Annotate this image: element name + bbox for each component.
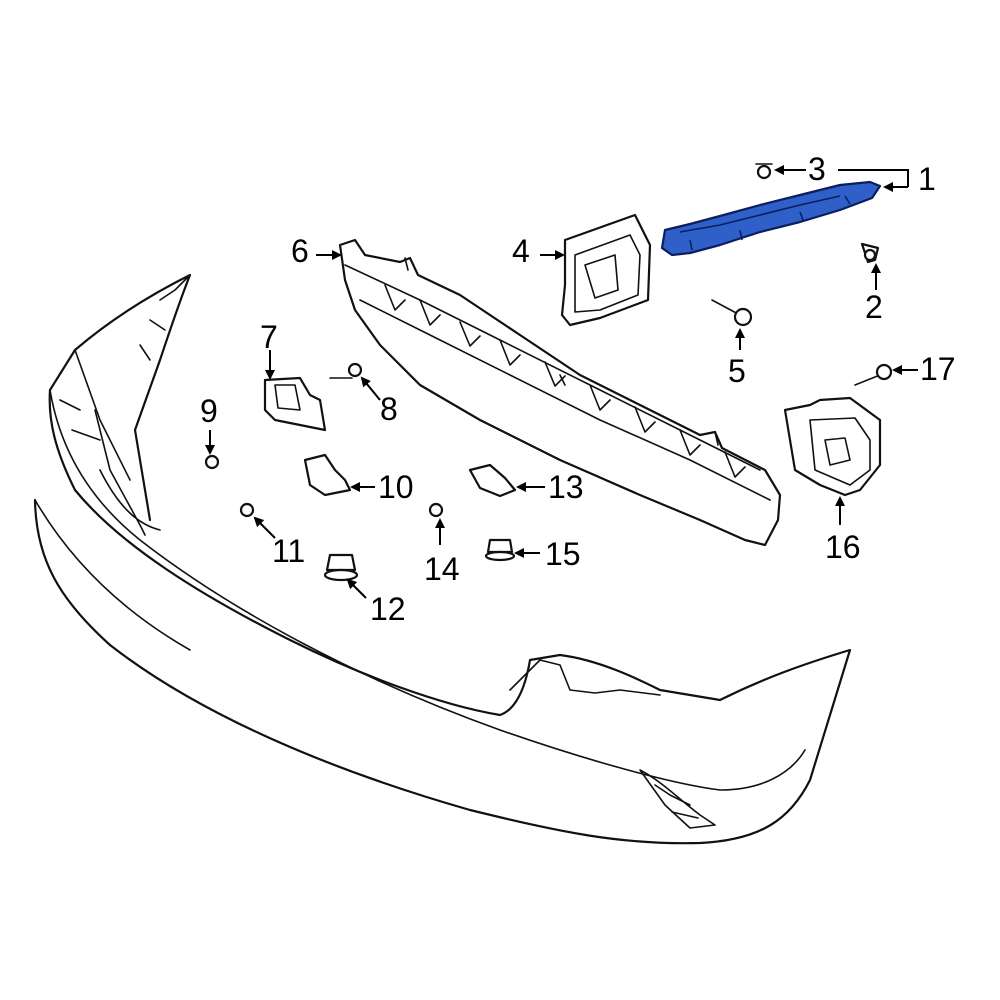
- leader-lines: [205, 165, 918, 599]
- bracket-part-13: [468, 463, 517, 498]
- callout-16: 16: [825, 529, 861, 565]
- callout-3: 3: [808, 151, 826, 187]
- callout-1: 1: [918, 161, 936, 197]
- bumper-cover: [33, 273, 852, 845]
- callout-4: 4: [512, 233, 530, 269]
- bracket-part-10: [303, 453, 352, 497]
- callout-11: 11: [272, 533, 305, 569]
- callout-15: 15: [545, 536, 581, 572]
- bracket-part-4: [560, 213, 652, 327]
- bracket-part-7: [263, 376, 327, 432]
- callout-13: 13: [548, 469, 584, 505]
- side-bracket-part-1: [660, 180, 882, 257]
- bracket-part-16: [783, 396, 882, 497]
- callout-5: 5: [728, 353, 746, 389]
- callout-14: 14: [424, 551, 460, 587]
- callout-labels: 1 2 3 4 5 6 7 8 9 10 11 12 13 14 15 16 1…: [200, 151, 956, 627]
- bumper-reinforcement-beam: [338, 238, 782, 547]
- fasteners: [204, 163, 893, 582]
- callout-17: 17: [920, 351, 956, 387]
- callout-10: 10: [378, 469, 414, 505]
- callout-9: 9: [200, 393, 218, 429]
- callout-8: 8: [380, 391, 398, 427]
- callout-2: 2: [865, 289, 883, 325]
- callout-7: 7: [260, 319, 278, 355]
- callout-6: 6: [291, 233, 309, 269]
- callout-12: 12: [370, 591, 406, 627]
